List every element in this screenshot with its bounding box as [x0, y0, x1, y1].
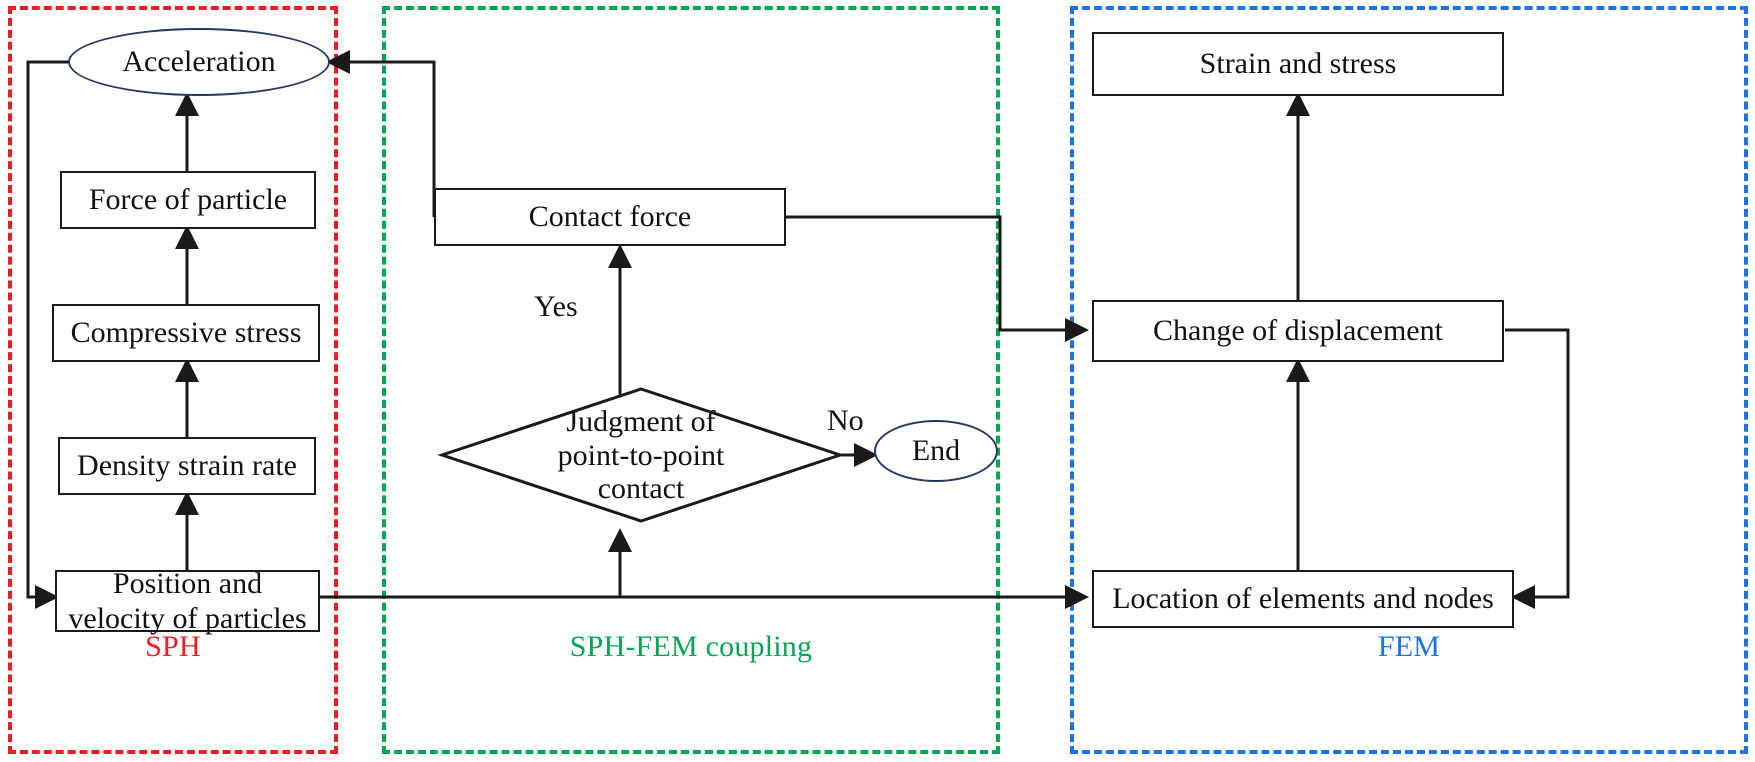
node-position-velocity-label: Position and velocity of particles: [68, 566, 307, 635]
node-acceleration[interactable]: Acceleration: [68, 28, 330, 96]
node-location-elements-nodes[interactable]: Location of elements and nodes: [1092, 570, 1514, 628]
group-frame-fem: [1070, 6, 1748, 754]
group-label-fem: FEM: [1377, 630, 1441, 663]
node-density-strain-rate[interactable]: Density strain rate: [58, 437, 316, 495]
group-label-sph: SPH: [145, 630, 201, 663]
node-location-elements-nodes-label: Location of elements and nodes: [1112, 582, 1494, 616]
node-change-of-displacement[interactable]: Change of displacement: [1092, 300, 1504, 362]
node-contact-force[interactable]: Contact force: [434, 188, 786, 246]
edge-label-yes: Yes: [534, 290, 578, 323]
node-density-strain-rate-label: Density strain rate: [77, 449, 297, 483]
group-label-coupling: SPH-FEM coupling: [569, 630, 813, 663]
node-force-of-particle-label: Force of particle: [88, 183, 288, 217]
node-change-of-displacement-label: Change of displacement: [1153, 314, 1443, 348]
node-compressive-stress[interactable]: Compressive stress: [52, 304, 320, 362]
node-contact-force-label: Contact force: [528, 200, 692, 234]
node-strain-and-stress[interactable]: Strain and stress: [1092, 32, 1504, 96]
node-judgment[interactable]: Judgment of point-to-point contact: [437, 387, 845, 523]
node-acceleration-label: Acceleration: [122, 45, 276, 78]
node-position-velocity[interactable]: Position and velocity of particles: [55, 567, 320, 635]
diamond-shape: [437, 387, 845, 523]
node-force-of-particle[interactable]: Force of particle: [60, 171, 316, 229]
node-strain-and-stress-label: Strain and stress: [1199, 47, 1397, 81]
group-frame-sph: [8, 6, 338, 754]
node-end[interactable]: End: [874, 420, 998, 482]
edge-label-no: No: [827, 404, 864, 437]
node-compressive-stress-label: Compressive stress: [70, 316, 302, 350]
node-end-label: End: [911, 434, 961, 467]
group-frame-coupling: [382, 6, 1000, 754]
